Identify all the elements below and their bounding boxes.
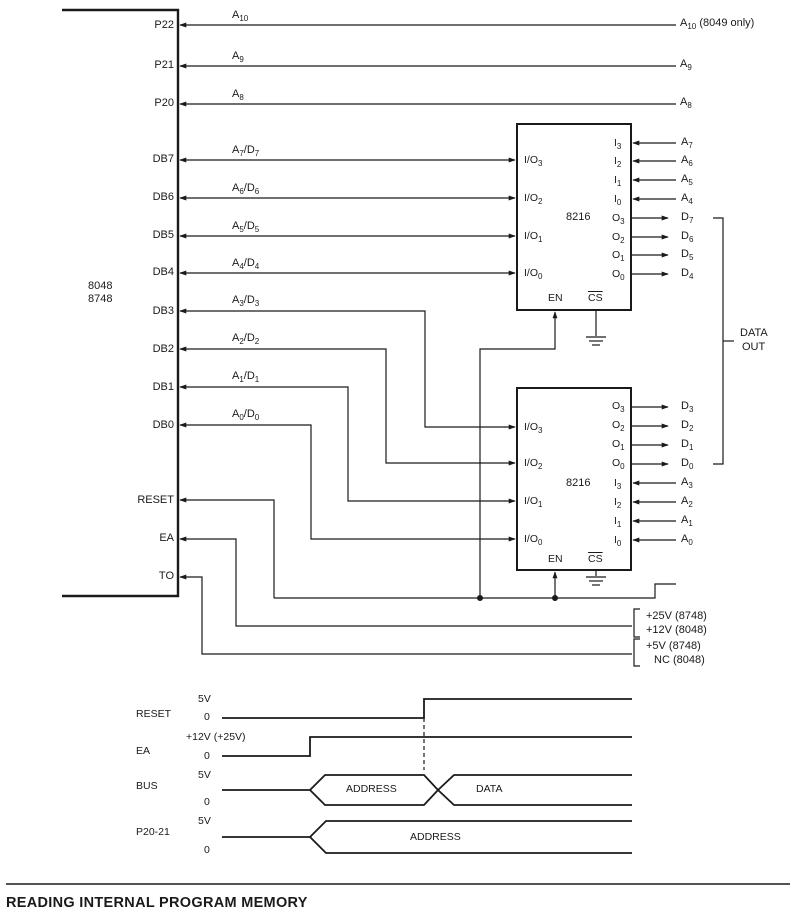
timing-bus-high	[222, 774, 632, 792]
timing-p2-label: P20-21	[136, 826, 170, 838]
timing-bus-label: BUS	[136, 780, 158, 792]
pin-db6: DB6	[152, 191, 174, 203]
label-a9: A9	[232, 50, 244, 64]
timing-bus-address: ADDRESS	[346, 783, 397, 795]
cpu-name-8748: 8748	[88, 293, 113, 305]
pin-to: TO	[158, 570, 174, 582]
label-a8: A8	[232, 88, 244, 102]
data-out-line1: DATA	[740, 327, 768, 339]
pin-db5: DB5	[152, 229, 174, 241]
timing-bus-low	[309, 788, 632, 806]
chip-top-cs: CS	[588, 292, 603, 304]
timing-p2-high	[222, 820, 632, 838]
timing-reset	[222, 698, 632, 719]
pin-ea: EA	[159, 532, 174, 544]
data-out-bracket	[713, 217, 724, 465]
wire-control	[274, 583, 676, 599]
label-a10: A10	[232, 9, 249, 23]
pin-p22: P22	[154, 19, 174, 31]
pin-db4: DB4	[152, 266, 174, 278]
wire-db1	[179, 384, 516, 504]
pin-db3: DB3	[152, 305, 174, 317]
wire-db0	[179, 422, 516, 542]
timing-bus-data: DATA	[476, 783, 503, 795]
chip-top-en: EN	[548, 292, 563, 304]
wire-to	[179, 574, 632, 655]
pin-p21: P21	[154, 59, 174, 71]
wire-ea	[179, 536, 632, 627]
chip-top-name: 8216	[566, 211, 591, 223]
wire-en-top	[479, 311, 558, 598]
label-a4-d4: A4/D4	[232, 257, 260, 271]
chip-bottom-name: 8216	[566, 477, 591, 489]
chip-8216-top	[516, 123, 632, 311]
pin-p20: P20	[154, 97, 174, 109]
label-a0-d0: A0/D0	[232, 408, 260, 422]
cpu-name-8048: 8048	[88, 280, 113, 292]
supply-ea-8748: +25V (8748)	[646, 610, 707, 622]
supply-to-8748: +5V (8748)	[646, 640, 701, 652]
supply-to-8048: NC (8048)	[654, 654, 705, 666]
junction-dot	[477, 595, 483, 601]
label-a2-d2: A2/D2	[232, 332, 260, 346]
pin-db2: DB2	[152, 343, 174, 355]
timing-ea	[222, 736, 632, 757]
timing-diagram	[222, 698, 632, 854]
cpu-body	[62, 8, 180, 598]
chip-bottom-cs: CS	[588, 553, 603, 565]
data-out-line2: OUT	[742, 341, 766, 353]
label-a7-d7: A7/D7	[232, 144, 260, 158]
chip-bottom-en: EN	[548, 553, 563, 565]
timing-ea-label: EA	[136, 745, 151, 757]
pin-reset: RESET	[137, 494, 174, 506]
pin-db1: DB1	[152, 381, 174, 393]
label-a10-out: A10 (8049 only)	[680, 17, 755, 31]
label-a1-d1: A1/D1	[232, 370, 260, 384]
label-a3-d3: A3/D3	[232, 294, 260, 308]
label-a8-out: A8	[680, 96, 692, 110]
pin-db0: DB0	[152, 419, 174, 431]
chip-8216-bottom	[516, 387, 632, 571]
figure-title: READING INTERNAL PROGRAM MEMORY	[6, 895, 308, 911]
label-a5-d5: A5/D5	[232, 220, 260, 234]
supply-ea-8048: +12V (8048)	[646, 624, 707, 636]
label-a6-d6: A6/D6	[232, 182, 260, 196]
pin-db7: DB7	[152, 153, 174, 165]
timing-reset-label: RESET	[136, 708, 172, 720]
wire-reset	[179, 497, 275, 598]
timing-p2-low	[309, 836, 632, 854]
junction-dot	[552, 595, 558, 601]
timing-p2-address: ADDRESS	[410, 831, 461, 843]
label-a9-out: A9	[680, 58, 692, 72]
